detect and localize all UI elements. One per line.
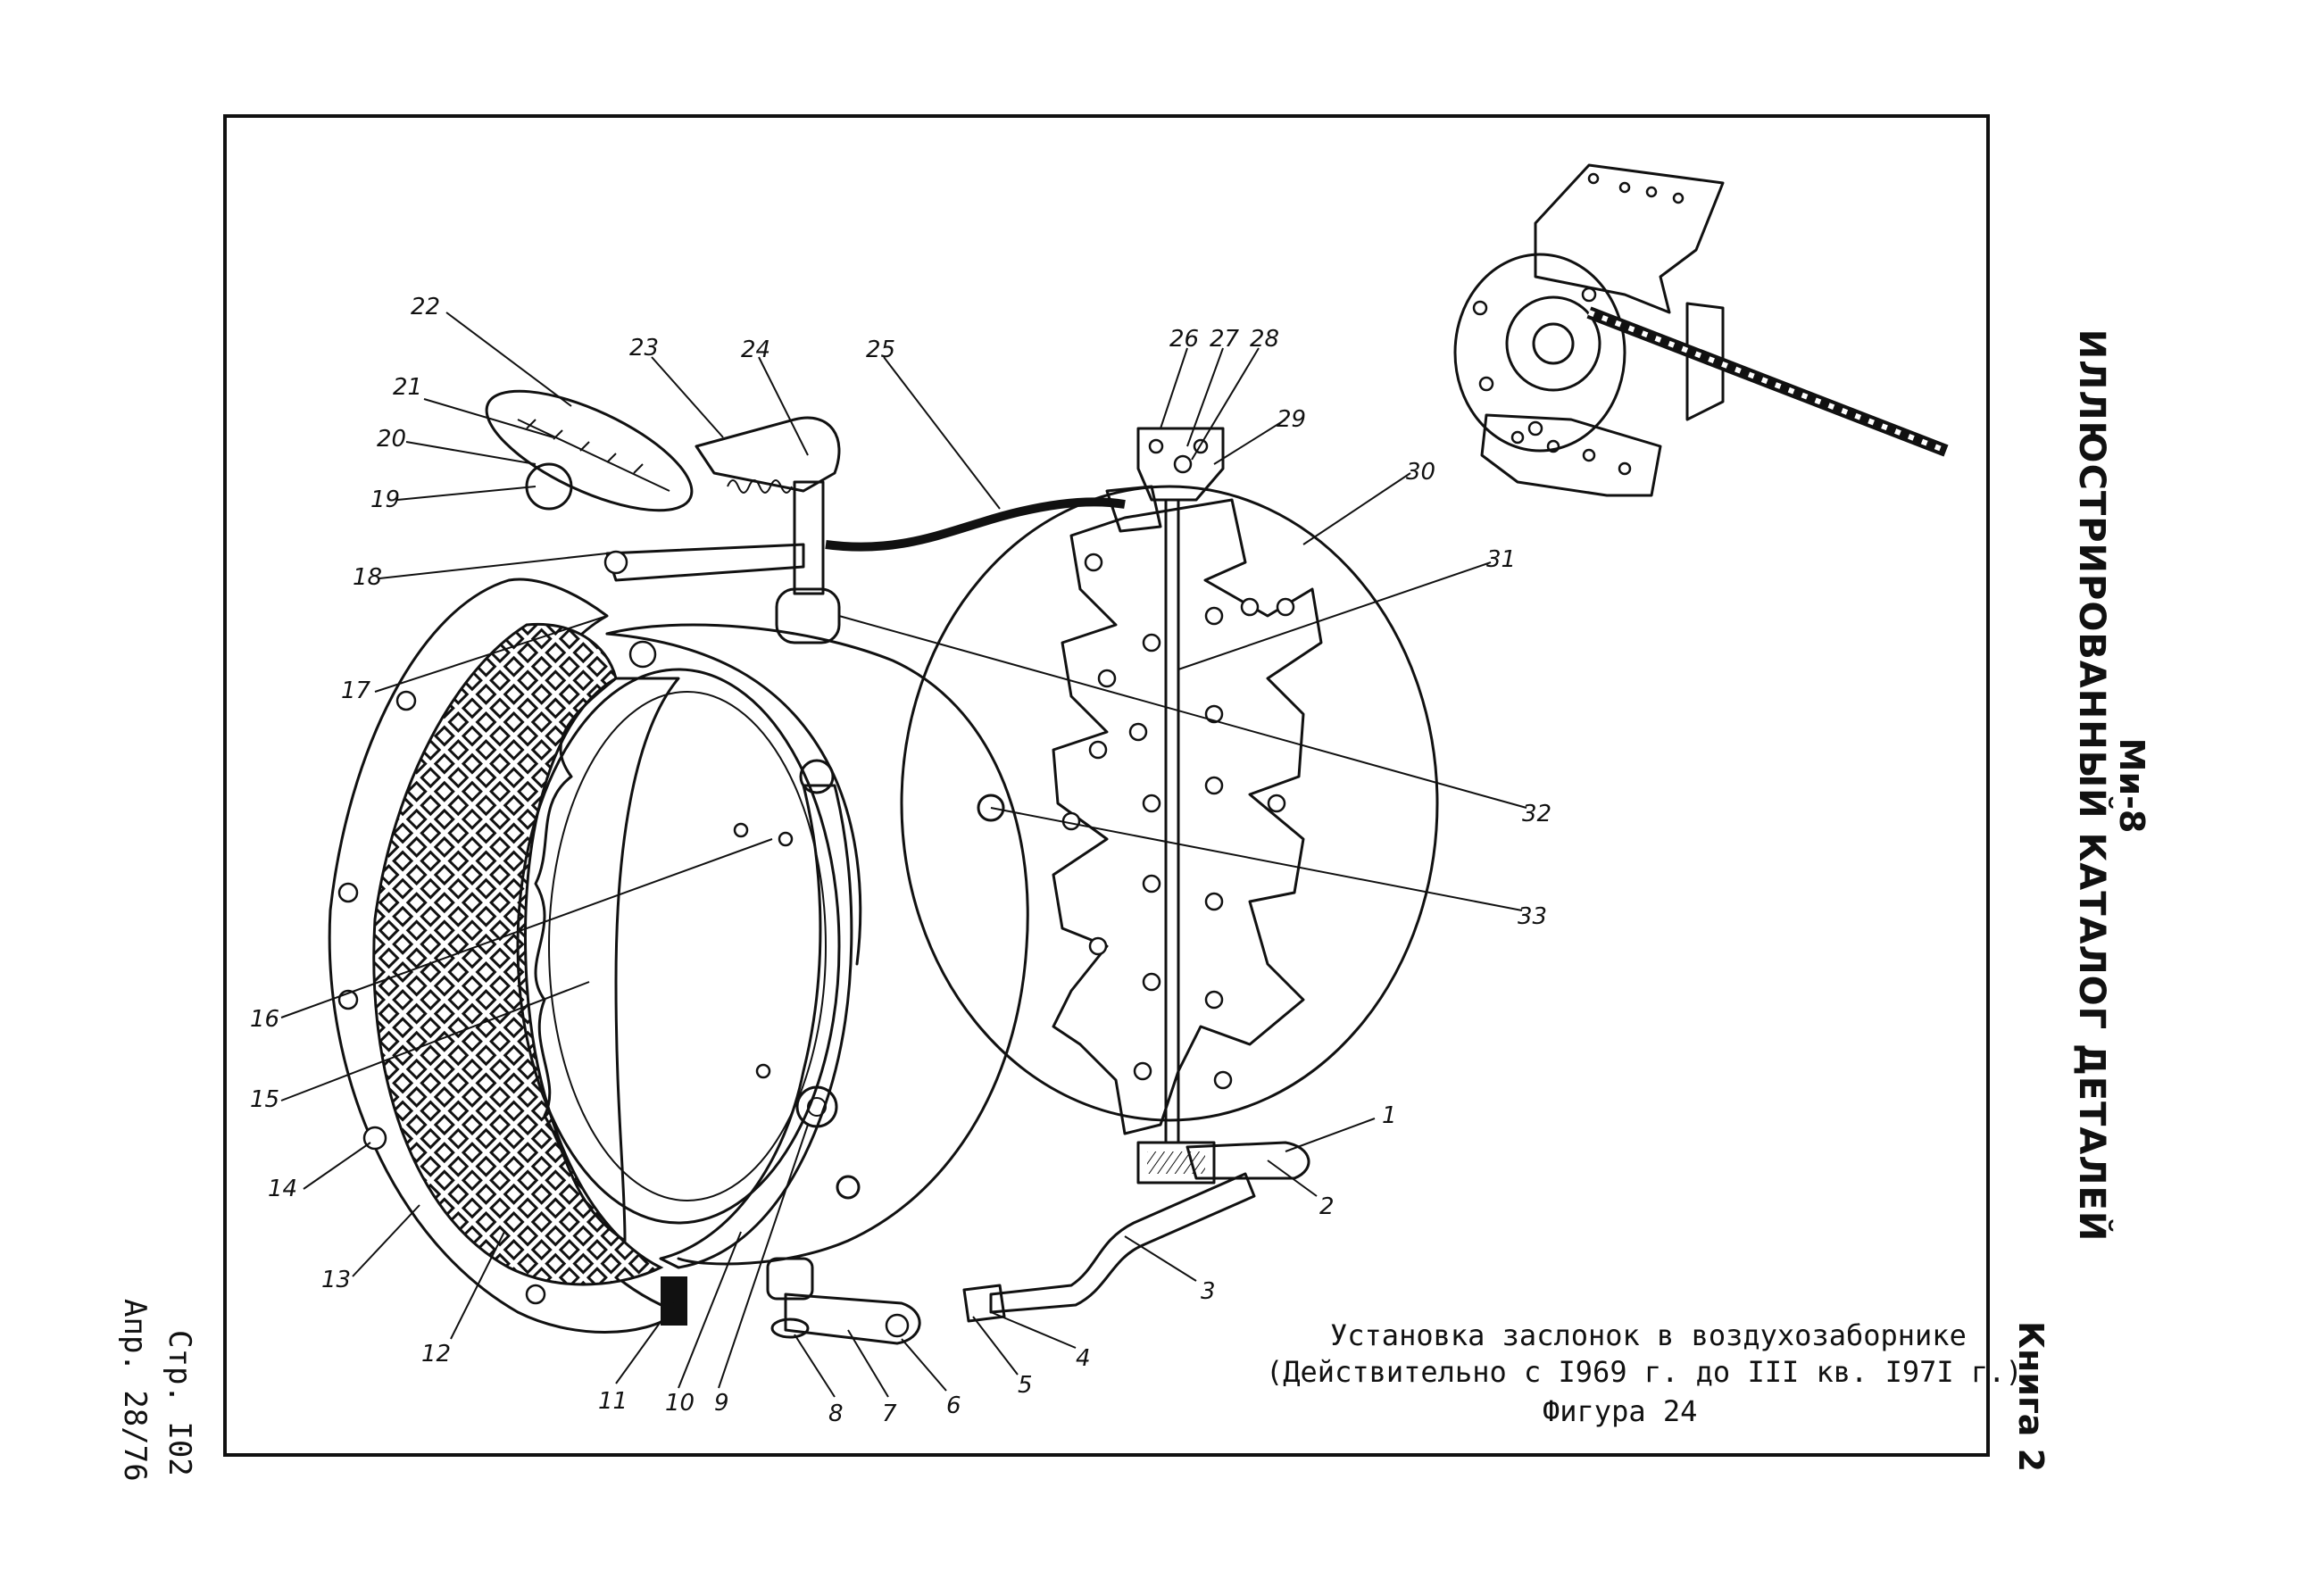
callout-26: 26 [1169,326,1199,353]
figure-frame [223,114,1990,1457]
callout-17: 17 [341,677,371,704]
lower-shaft [766,1257,814,1301]
book-number: Книга 2 [2011,1321,2051,1472]
callout-19: 19 [370,486,400,513]
drive-shaft [793,480,825,595]
inset-base [1480,413,1662,497]
callout-15: 15 [250,1086,279,1113]
callout-13: 13 [321,1267,351,1293]
flange-holes [337,640,657,1305]
callout-14: 14 [268,1176,297,1202]
callout-23: 23 [629,335,659,362]
callout-9: 9 [714,1390,729,1417]
callout-12: 12 [421,1341,451,1367]
mesh-cut-edge [534,677,680,1243]
revision-date: Апр. 28/76 [117,1299,153,1482]
inset-bracket-side [1685,302,1725,421]
mount-bolt-upper [799,759,835,794]
hinge-rod [1164,498,1180,1144]
mount-bolt-side [977,794,1005,822]
callout-27: 27 [1210,326,1240,353]
mount-bolt-lower [795,1085,838,1128]
caption-title: Установка заслонок в воздухозаборнике [1330,1318,1967,1352]
callout-8: 8 [828,1401,844,1427]
callout-31: 31 [1486,546,1516,573]
hinge-plate-holes [1061,553,1295,1090]
figure-caption: Установка заслонок в воздухозаборнике (Д… [1266,1318,2023,1428]
lower-lever [1185,1141,1310,1180]
caption-validity: (Действительно с I969 г. до III кв. I97I… [1266,1355,2023,1389]
callout-20: 20 [377,426,406,453]
callout-5: 5 [1018,1372,1033,1399]
caption-figure: Фигура 24 [1543,1394,1697,1428]
cable-fitting [1105,485,1162,533]
seal-strip [661,1276,687,1326]
inset-pulley-plate [1453,253,1626,453]
hinge-plate [1052,498,1323,1135]
link-rod [605,543,805,582]
rivet-16 [778,831,794,847]
return-spring [727,479,793,494]
callout-2: 2 [1319,1193,1335,1220]
aircraft-model: Ми-8 [2112,738,2151,834]
callout-24: 24 [741,337,770,363]
position-indicator [485,389,694,512]
callout-1: 1 [1382,1102,1397,1129]
inner-opening [516,668,841,1225]
catalog-title: ИЛЛЮСТРИРОВАННЫЙ КАТАЛОГ ДЕТАЛЕЙ [2071,329,2114,1243]
callout-11: 11 [598,1388,628,1415]
front-rim [659,784,853,1269]
callout-25: 25 [866,337,895,363]
air-intake-assembly [328,389,1439,1345]
callout-30: 30 [1406,459,1435,486]
callout-28: 28 [1250,326,1279,353]
callout-6: 6 [946,1392,961,1419]
callout-18: 18 [353,564,382,591]
callout-32: 32 [1522,801,1551,827]
callout-7: 7 [882,1401,897,1427]
callout-10: 10 [665,1390,695,1417]
page-number: Стр. I02 [162,1330,197,1476]
callout-21: 21 [393,374,422,401]
callout-4: 4 [1076,1345,1091,1372]
intake-housing [605,623,1029,1266]
inset-pulley-detail [1453,163,1949,497]
callout-3: 3 [1201,1278,1216,1305]
inset-pulley [1505,295,1601,392]
rod-end [962,1284,1006,1323]
bell-crank [695,416,841,493]
control-cable [825,497,1126,552]
flap-disc [900,485,1439,1122]
callout-labels: 1 2 3 4 5 6 7 8 9 10 11 12 13 14 15 16 1… [250,294,1551,1427]
callout-16: 16 [250,1006,279,1033]
callout-29: 29 [1277,406,1306,433]
callout-22: 22 [411,294,440,320]
lower-crank [784,1293,921,1345]
bottom-bracket [1136,1141,1216,1185]
leader-lines [280,312,1527,1398]
inset-bracket-top [1534,163,1725,314]
top-bracket [1136,427,1225,502]
callout-33: 33 [1518,903,1547,930]
